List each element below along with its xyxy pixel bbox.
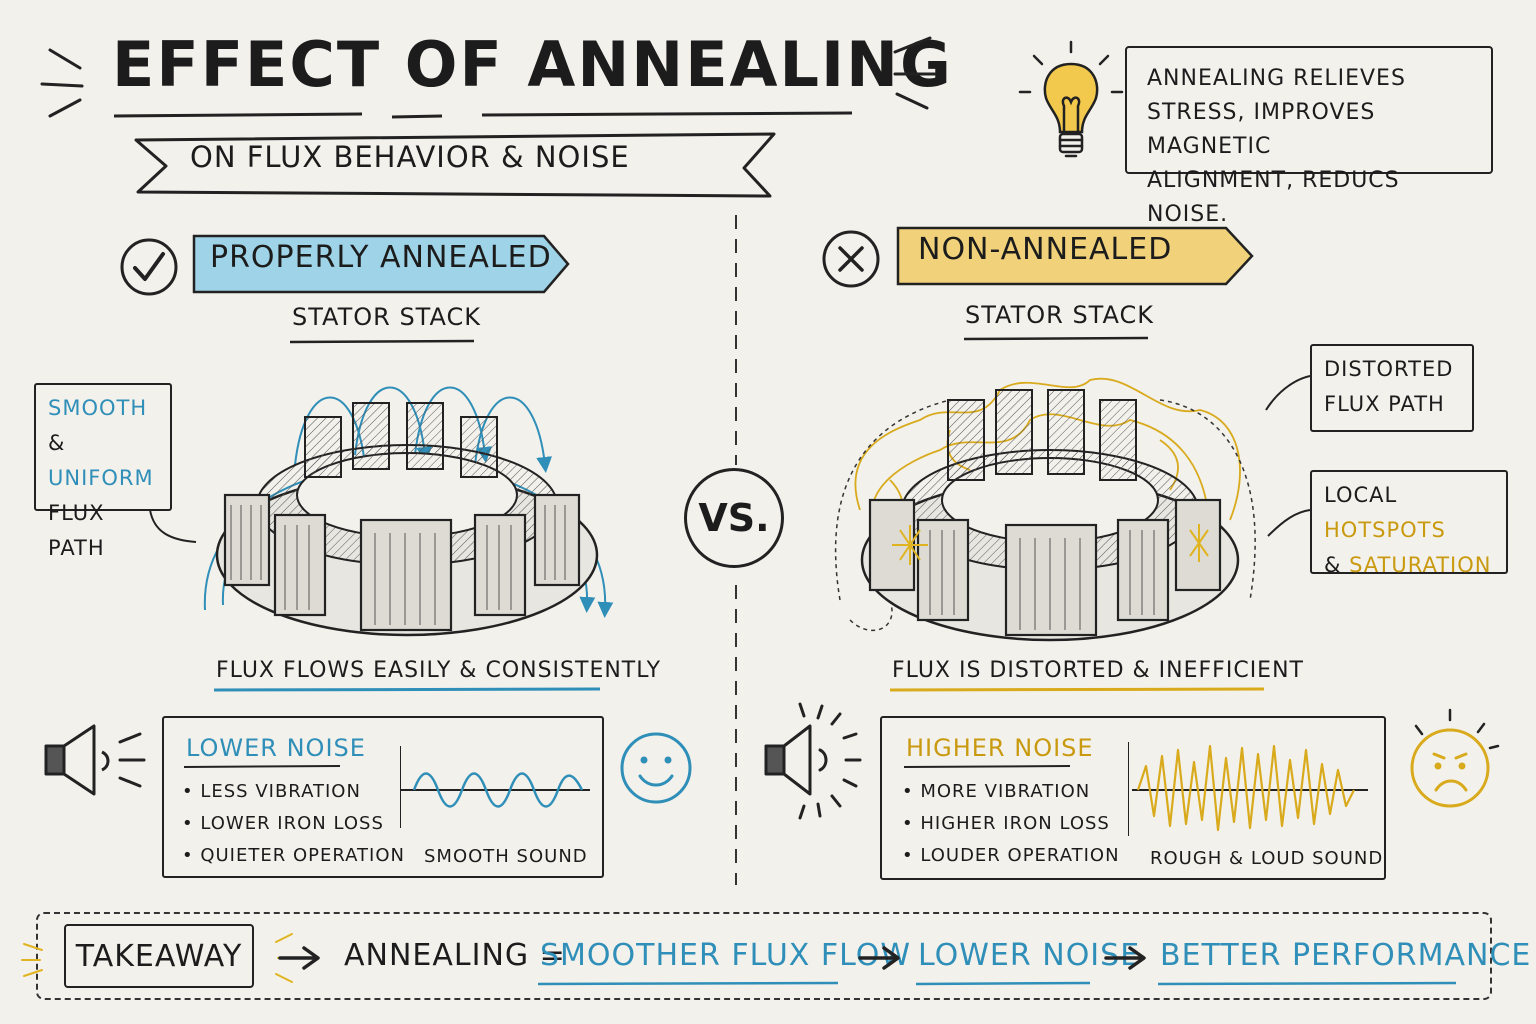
page-subtitle: ON FLUX BEHAVIOR & NOISE — [190, 140, 630, 174]
smooth-sound-label: SMOOTH SOUND — [424, 846, 588, 867]
arrow-right-icon — [858, 946, 900, 970]
speaker-quiet-icon — [44, 724, 146, 796]
takeaway-label: TAKEAWAY — [64, 924, 254, 988]
vs-badge: VS. — [684, 468, 784, 568]
callout-hotspots: HOTSPOTS — [1324, 518, 1446, 542]
non-annealed-label: NON-ANNEALED — [918, 232, 1173, 267]
callout-smooth: SMOOTH — [48, 396, 148, 420]
takeaway-step-3: BETTER PERFORMANCE — [1160, 938, 1532, 973]
page-title: EFFECT OF ANNEALING — [112, 28, 953, 101]
right-flux-caption: FLUX IS DISTORTED & INEFFICIENT — [892, 658, 1304, 683]
higher-noise-title: HIGHER NOISE — [906, 734, 1094, 762]
tip-line-2: STRESS, IMPROVES MAGNETIC — [1147, 100, 1376, 159]
list-item: QUIETER OPERATION — [182, 840, 405, 872]
list-item: LESS VIBRATION — [182, 776, 405, 808]
check-circle-icon — [120, 238, 178, 296]
callout-flux-path-right: FLUX PATH — [1324, 392, 1445, 416]
emphasis-marks-right — [893, 36, 937, 110]
lightbulb-icon — [1018, 40, 1124, 158]
lower-noise-title: LOWER NOISE — [186, 734, 366, 762]
right-stator-underline — [963, 336, 1149, 341]
takeaway-step-2: LOWER NOISE — [918, 938, 1141, 973]
tip-line-1: ANNEALING RELIEVES — [1147, 66, 1406, 91]
right-stator-heading: STATOR STACK — [965, 301, 1154, 329]
subtitle-ribbon — [134, 132, 776, 198]
lower-noise-list: LESS VIBRATION LOWER IRON LOSS QUIETER O… — [182, 776, 405, 872]
non-annealed-stator-illustration — [834, 377, 1256, 642]
distorted-flux-callout: DISTORTED FLUX PATH — [1310, 344, 1474, 432]
higher-noise-list: MORE VIBRATION HIGHER IRON LOSS LOUDER O… — [902, 776, 1120, 872]
callout-amp-right: & — [1324, 553, 1342, 577]
left-stator-heading: STATOR STACK — [292, 303, 481, 331]
worried-face-icon — [1410, 708, 1500, 808]
properly-annealed-label: PROPERLY ANNEALED — [210, 240, 552, 275]
properly-annealed-banner — [192, 234, 570, 294]
callout-uniform: UNIFORM — [48, 466, 154, 490]
callout-local: LOCAL — [1324, 483, 1398, 507]
key-insight-box: ANNEALING RELIEVES STRESS, IMPROVES MAGN… — [1125, 46, 1493, 227]
left-callout-leader — [149, 509, 197, 543]
title-underline — [113, 111, 853, 119]
list-item: HIGHER IRON LOSS — [902, 808, 1120, 840]
step-1-underline — [537, 981, 839, 986]
list-item: LOWER IRON LOSS — [182, 808, 405, 840]
left-caption-underline — [213, 687, 601, 692]
callout-distorted: DISTORTED — [1324, 357, 1454, 381]
distorted-callout-leader — [1265, 375, 1311, 411]
non-annealed-banner — [896, 226, 1254, 286]
lower-noise-panel: LOWER NOISE LESS VIBRATION LOWER IRON LO… — [162, 716, 604, 878]
takeaway-step-1: SMOOTHER FLUX FLOW — [540, 938, 912, 973]
speaker-loud-icon — [764, 702, 862, 820]
step-3-underline — [1157, 981, 1457, 986]
higher-noise-panel: HIGHER NOISE MORE VIBRATION HIGHER IRON … — [880, 716, 1386, 880]
left-flux-caption: FLUX FLOWS EASILY & CONSISTENTLY — [216, 658, 662, 683]
smooth-waveform — [400, 746, 590, 828]
emphasis-marks-left — [40, 48, 84, 118]
rough-waveform — [1128, 742, 1368, 836]
smiley-face-icon — [620, 732, 692, 804]
arrow-right-icon — [1104, 946, 1146, 970]
step-2-underline — [915, 981, 1091, 986]
higher-noise-underline — [904, 765, 1071, 768]
tip-line-3: ALIGNMENT, REDUCS NOISE. — [1147, 168, 1400, 227]
right-caption-underline — [889, 687, 1265, 692]
lower-noise-underline — [184, 765, 341, 768]
hotspots-callout-leader — [1267, 509, 1311, 537]
rough-sound-label: ROUGH & LOUD SOUND — [1150, 848, 1384, 869]
list-item: MORE VIBRATION — [902, 776, 1120, 808]
arrow-right-icon — [278, 946, 320, 970]
list-item: LOUDER OPERATION — [902, 840, 1120, 872]
callout-saturation: SATURATION — [1349, 553, 1492, 577]
callout-amp: & — [48, 431, 66, 455]
x-circle-icon — [822, 230, 880, 288]
smooth-flux-callout: SMOOTH & UNIFORM FLUX PATH — [34, 383, 172, 560]
hotspots-callout: LOCAL HOTSPOTS & SATURATION — [1310, 470, 1508, 577]
left-stator-underline — [289, 339, 475, 344]
center-divider — [735, 215, 737, 885]
callout-flux-path: FLUX PATH — [48, 501, 105, 560]
takeaway-lead: ANNEALING = — [344, 938, 566, 973]
annealed-stator-illustration — [203, 386, 614, 637]
takeaway-frame — [36, 912, 1492, 1000]
